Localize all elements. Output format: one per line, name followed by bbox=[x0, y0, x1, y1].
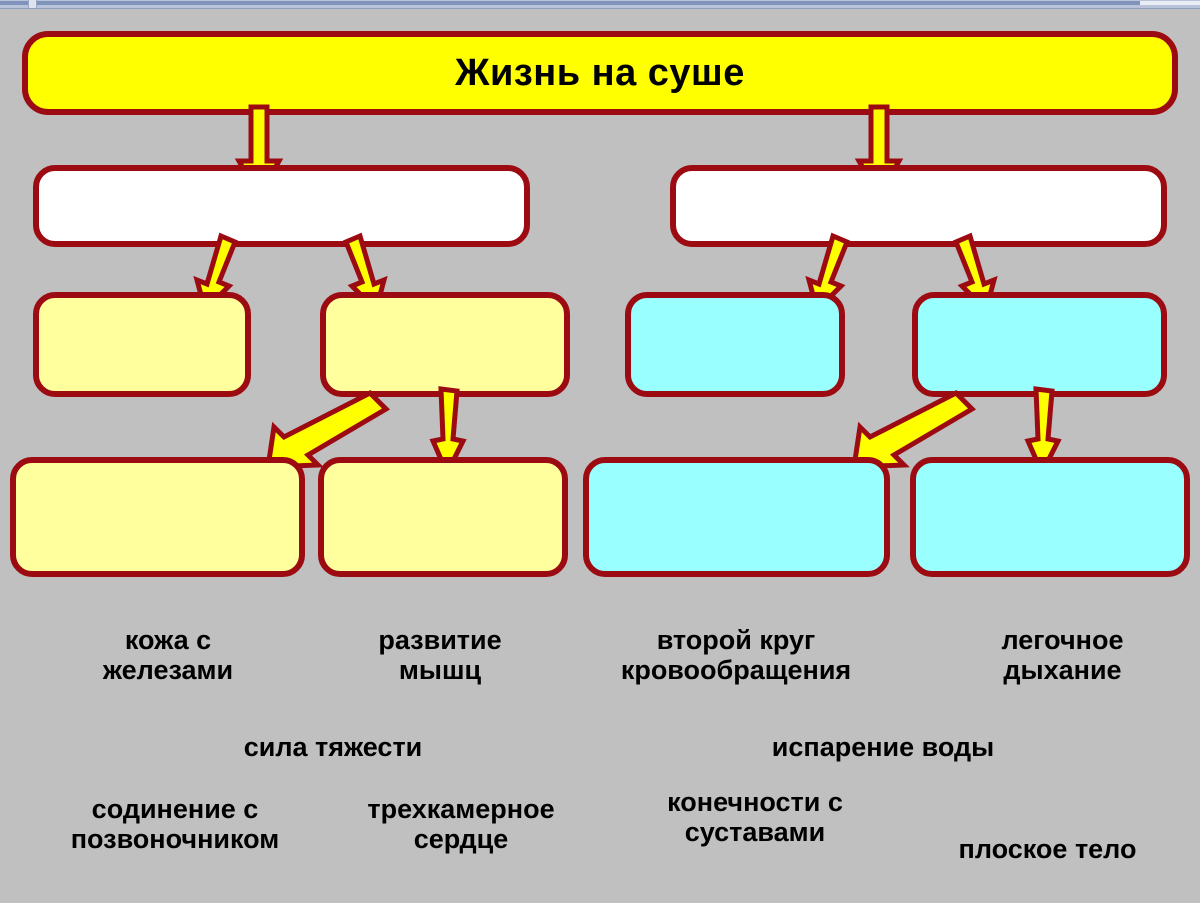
word-skin-glands[interactable]: кожа с железами bbox=[102, 625, 234, 686]
cause-box-3[interactable] bbox=[625, 292, 845, 397]
branch-box-left[interactable] bbox=[33, 165, 530, 247]
word-water-evaporation[interactable]: испарение воды bbox=[771, 732, 995, 762]
word-muscle-development[interactable]: развитие мышц bbox=[378, 625, 502, 686]
window-chrome-left-bar bbox=[0, 1, 1140, 5]
window-chrome-grip bbox=[28, 0, 37, 8]
cause-box-4[interactable] bbox=[912, 292, 1167, 397]
word-jointed-limbs[interactable]: конечности с суставами bbox=[667, 787, 843, 848]
word-flat-body[interactable]: плоское тело bbox=[958, 834, 1137, 864]
title-box: Жизнь на суше bbox=[22, 31, 1178, 115]
diagram-canvas: Жизнь на суше bbox=[0, 9, 1200, 903]
branch-box-right[interactable] bbox=[670, 165, 1167, 247]
effect-box-1[interactable] bbox=[10, 457, 305, 577]
effect-box-3[interactable] bbox=[583, 457, 890, 577]
cause-box-2[interactable] bbox=[320, 292, 570, 397]
word-three-chamber-heart[interactable]: трехкамерное сердце bbox=[367, 794, 555, 855]
word-lung-breathing[interactable]: легочное дыхание bbox=[1001, 625, 1124, 686]
window-chrome-right-bar bbox=[1140, 1, 1200, 5]
effect-box-2[interactable] bbox=[318, 457, 568, 577]
word-spine-connection[interactable]: содинение с позвоночником bbox=[70, 794, 280, 855]
word-gravity[interactable]: сила тяжести bbox=[243, 732, 423, 762]
cause-box-1[interactable] bbox=[33, 292, 251, 397]
effect-box-4[interactable] bbox=[910, 457, 1190, 577]
word-second-circulation[interactable]: второй круг кровообращения bbox=[620, 625, 852, 686]
window-chrome-bar bbox=[0, 0, 1200, 9]
page-title: Жизнь на суше bbox=[455, 51, 745, 94]
